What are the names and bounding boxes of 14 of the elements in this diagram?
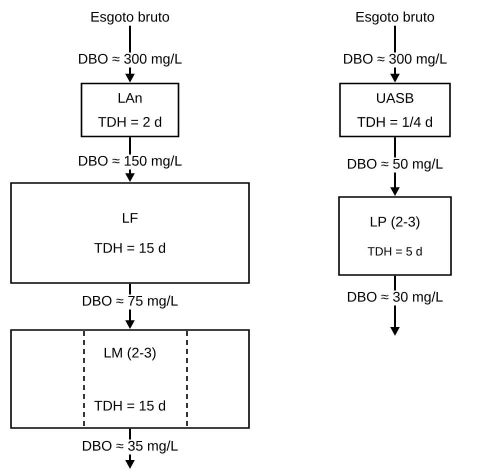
edge-label: DBO ≈ 30 mg/L — [346, 290, 444, 306]
process-box: LAn TDH = 2 d — [80, 82, 180, 138]
edge-label: DBO ≈ 35 mg/L — [80, 439, 180, 455]
process-box: LF TDH = 15 d — [10, 182, 250, 284]
source-label: Esgoto bruto — [91, 11, 170, 25]
edge-label: DBO ≈ 75 mg/L — [80, 294, 180, 310]
edge-label: DBO ≈ 300 mg/L — [342, 52, 448, 68]
process-box: UASB TDH = 1/4 d — [339, 82, 451, 138]
process-box: LM (2-3) TDH = 15 d — [10, 329, 250, 429]
edge-label: DBO ≈ 300 mg/L — [76, 52, 184, 68]
edge-label: DBO ≈ 150 mg/L — [76, 154, 184, 170]
process-box: LP (2-3) TDH = 5 d — [338, 196, 452, 276]
source-label: Esgoto bruto — [356, 11, 434, 25]
edge-label: DBO ≈ 50 mg/L — [346, 157, 444, 173]
